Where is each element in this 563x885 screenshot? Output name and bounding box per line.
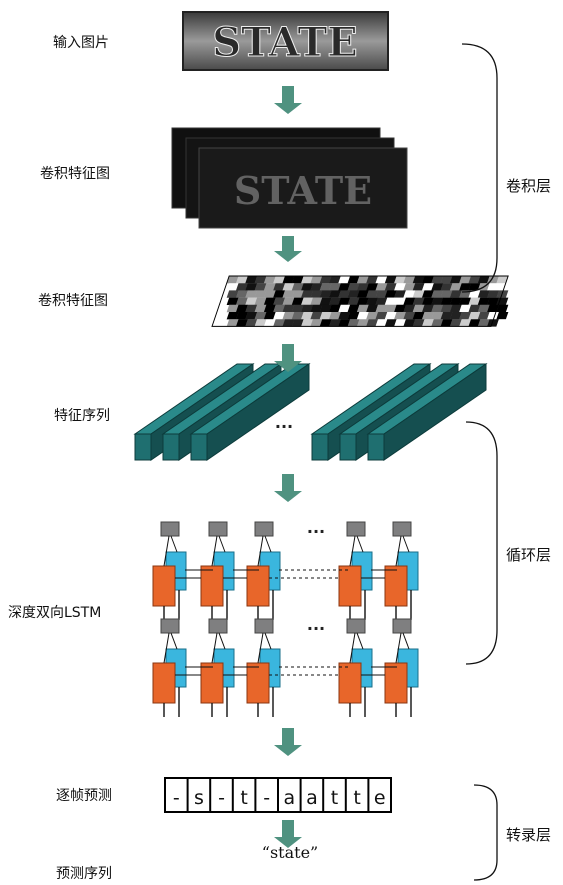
frame-prediction-cell-4: t — [240, 787, 247, 809]
bilstm-network — [152, 521, 419, 717]
lstm-cell-bottom-4 — [338, 618, 373, 717]
sequence-ellipsis: ··· — [275, 417, 293, 436]
conv-feature-map-label-1: 卷积特征图 — [40, 166, 110, 182]
down-arrow-5 — [274, 728, 302, 756]
down-arrow-1 — [274, 86, 302, 114]
lstm-cell-top-3 — [246, 521, 281, 620]
frame-prediction-cell-3: - — [218, 787, 225, 809]
feature-column-6 — [366, 363, 488, 461]
predicted-sequence-label: 预测序列 — [56, 866, 112, 882]
recurrent-layer-brace — [465, 421, 498, 665]
lstm-cell-top-5 — [384, 521, 419, 620]
down-arrow-6 — [274, 820, 302, 848]
feature-sequence-label: 特征序列 — [54, 408, 110, 424]
lstm-cell-bottom-1 — [152, 618, 187, 717]
predicted-sequence-result: “state” — [262, 843, 318, 862]
flow-arrows — [274, 86, 302, 848]
down-arrow-4 — [274, 474, 302, 502]
conv-layer-brace — [461, 43, 498, 293]
frame-prediction-cell-6: a — [283, 787, 295, 809]
frame-prediction-cell-10: e — [374, 787, 386, 809]
lstm-cell-top-4 — [338, 521, 373, 620]
lstm-cell-bottom-5 — [384, 618, 419, 717]
frame-prediction-cell-1: - — [173, 787, 180, 809]
feature-sequence — [133, 363, 488, 461]
frame-prediction-cell-5: - — [263, 787, 270, 809]
frame-prediction-cell-7: a — [306, 787, 318, 809]
lstm-cell-bottom-3 — [246, 618, 281, 717]
input-image-text: STATE — [212, 19, 358, 66]
flattened-feature-map — [211, 275, 509, 327]
feature-column-3 — [189, 363, 311, 461]
recurrent-layer-label: 循环层 — [506, 546, 551, 564]
conv-feature-map-label-2: 卷积特征图 — [38, 293, 108, 309]
input-image: STATE — [182, 11, 389, 71]
down-arrow-2 — [274, 236, 302, 262]
lstm-ellipsis-top: ··· — [307, 522, 325, 541]
lstm-ellipsis-middle: ··· — [307, 619, 325, 638]
per-frame-prediction-label: 逐帧预测 — [56, 788, 112, 804]
conv-layer-label: 卷积层 — [506, 177, 551, 195]
deep-bilstm-label: 深度双向LSTM — [8, 605, 101, 621]
transcription-layer-brace — [473, 784, 498, 881]
lstm-cell-top-2 — [200, 521, 235, 620]
down-arrow-3 — [274, 344, 302, 372]
input-image-label: 输入图片 — [53, 35, 109, 51]
conv-feature-map-text: STATE — [234, 168, 372, 213]
conv-feature-map-stack: STATE — [171, 127, 408, 229]
lstm-cell-top-1 — [152, 521, 187, 620]
lstm-cell-bottom-2 — [200, 618, 235, 717]
transcription-layer-label: 转录层 — [506, 826, 551, 844]
frame-prediction-cell-8: t — [331, 787, 338, 809]
frame-prediction-cell-2: s — [194, 787, 204, 809]
frame-prediction-cell-9: t — [353, 787, 360, 809]
